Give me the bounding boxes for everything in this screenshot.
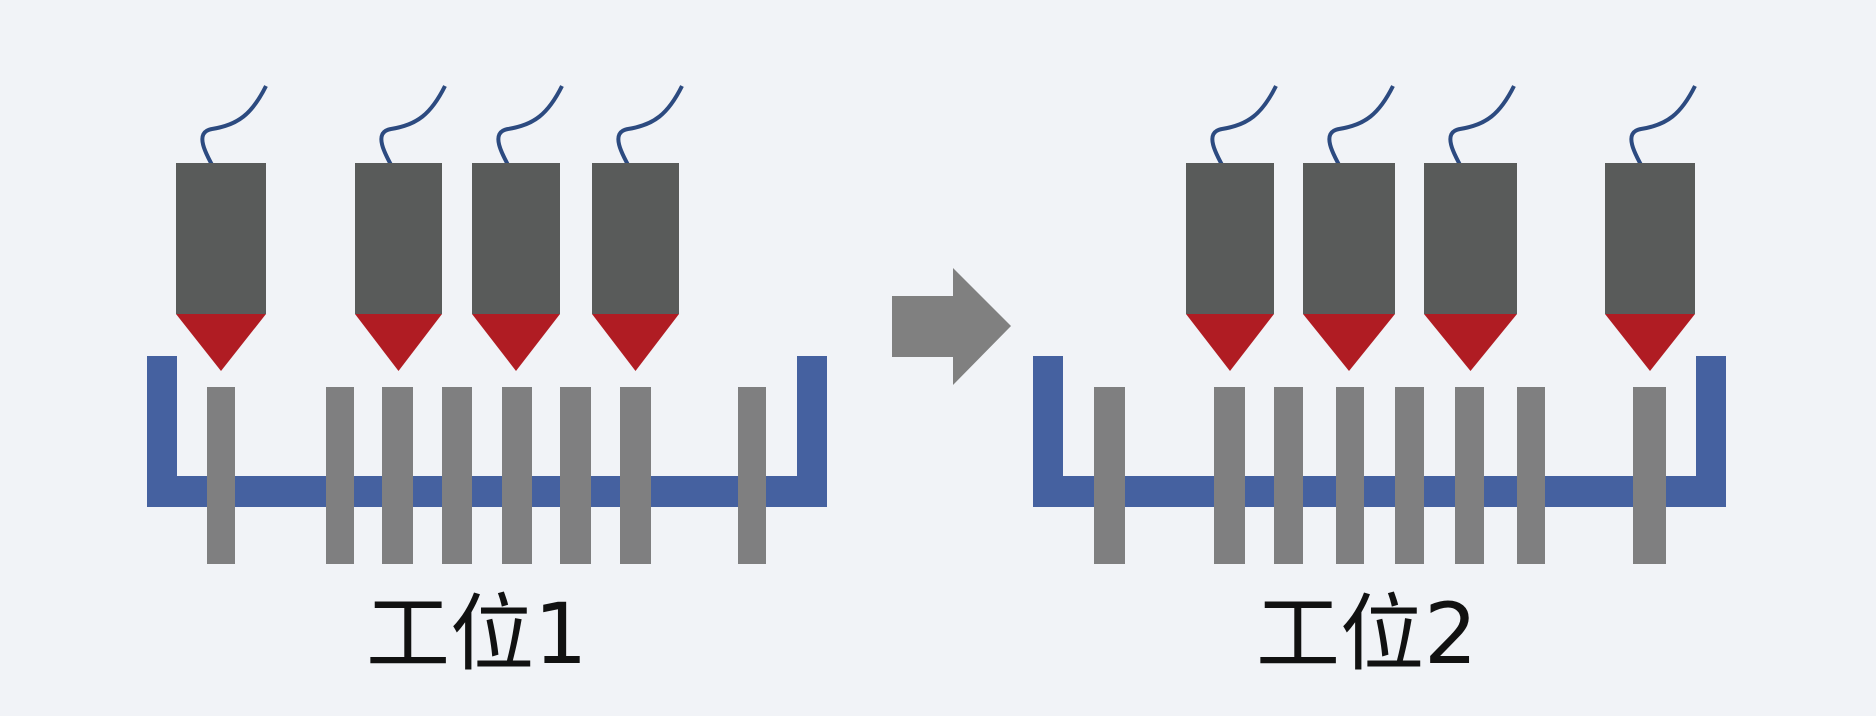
pin [1455, 387, 1484, 564]
pin [1214, 387, 1245, 564]
print-head [1303, 163, 1395, 314]
pin [560, 387, 591, 564]
print-head-tip [1186, 314, 1274, 371]
pin [382, 387, 413, 564]
wire-icon [1629, 85, 1697, 179]
station-2-tray [1033, 356, 1726, 507]
wire-icon [1448, 85, 1516, 179]
pin [502, 387, 532, 564]
station-2-label: 工位2 [1256, 585, 1478, 683]
right-arrow-icon [892, 268, 1011, 385]
wire-icon [379, 85, 447, 179]
print-head [592, 163, 679, 314]
print-head [355, 163, 442, 314]
pin [442, 387, 472, 564]
print-head [472, 163, 560, 314]
print-head-tip [472, 314, 560, 371]
wire-icon [496, 85, 564, 179]
pin [1094, 387, 1125, 564]
wire-icon [200, 85, 268, 179]
station-1-tray [147, 356, 827, 507]
print-head-tip [592, 314, 679, 371]
pin [1517, 387, 1545, 564]
print-head [1424, 163, 1517, 314]
pin [207, 387, 235, 564]
pin [1274, 387, 1303, 564]
print-head-tip [1424, 314, 1517, 371]
pin [738, 387, 766, 564]
wire-icon [1327, 85, 1395, 179]
print-head-tip [355, 314, 442, 371]
print-head [1605, 163, 1695, 314]
wire-icon [1210, 85, 1278, 179]
print-head [1186, 163, 1274, 314]
pin [1336, 387, 1364, 564]
pin [1395, 387, 1424, 564]
print-head-tip [1303, 314, 1395, 371]
pin [620, 387, 651, 564]
print-head-tip [176, 314, 266, 371]
print-head-tip [1605, 314, 1695, 371]
pin [326, 387, 354, 564]
wire-icon [616, 85, 684, 179]
print-head [176, 163, 266, 314]
pin [1633, 387, 1666, 564]
station-1-label: 工位1 [366, 585, 588, 683]
